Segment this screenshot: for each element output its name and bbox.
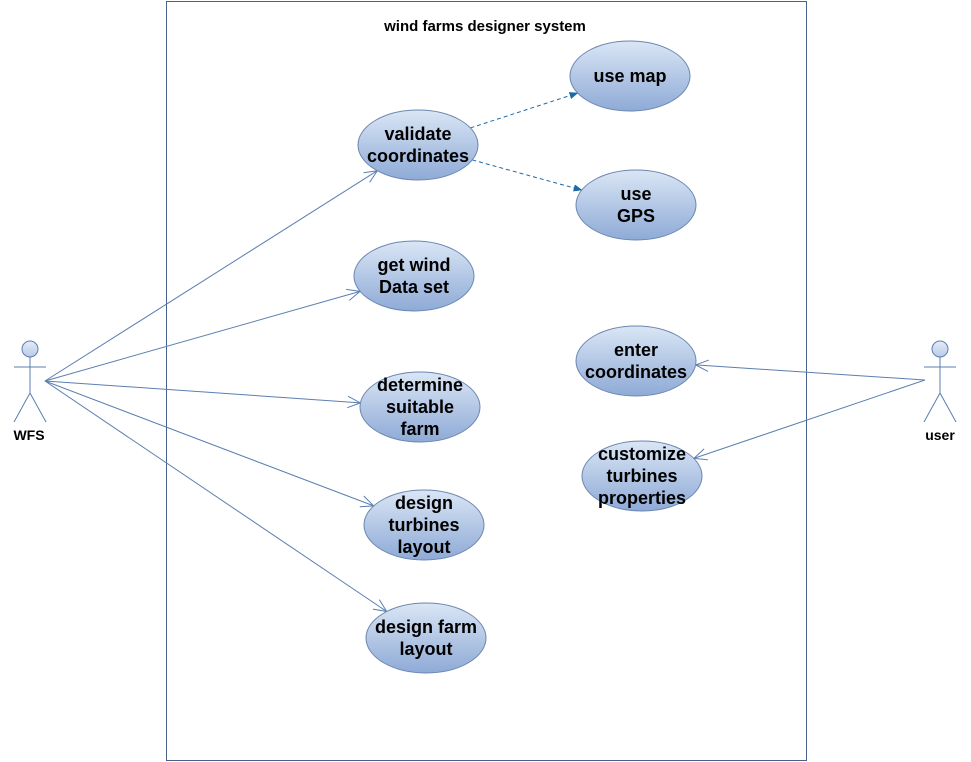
association-wfs-to-determine-suitable-farm [44,380,362,409]
usecase-label-line: suitable [386,397,454,417]
usecase-ellipse [575,169,697,241]
usecase-ellipse [353,240,475,312]
usecase-label-line: turbines [388,515,459,535]
usecase-label-line: properties [598,488,686,508]
actor-user[interactable]: user [923,340,957,443]
association-line [695,364,926,381]
usecase-label-line: layout [397,537,450,557]
actor-wfs-head [21,340,39,358]
association-line [693,379,926,459]
usecase-use-map[interactable]: use map [569,40,691,112]
actor-user-head [931,340,949,358]
dependency-validate-coordinates-to-use-gps [472,159,583,192]
usecase-ellipse [581,440,703,512]
usecase-label-line: coordinates [367,146,469,166]
actor-user-right-leg [939,392,957,423]
association-user-to-customize-turbines-properties [692,379,926,461]
usecase-ellipse [357,109,479,181]
usecase-label-line: coordinates [585,362,687,382]
usecase-ellipse [363,489,485,561]
association-line [44,380,374,507]
association-line [44,290,361,382]
association-wfs-to-get-wind-data-set [44,288,362,382]
system-boundary: wind farms designer system [166,1,807,761]
usecase-label-line: use map [593,66,666,86]
association-line [44,170,378,382]
association-user-to-enter-coordinates [694,359,926,381]
usecase-label-line: GPS [617,206,655,226]
usecase-label-line: Data set [379,277,449,297]
association-wfs-to-design-turbines-layout [44,380,375,508]
usecase-ellipse [359,371,481,443]
system-boundary-rect [166,1,807,761]
actor-wfs-left-leg [13,392,31,423]
usecase-label-line: use [620,184,651,204]
usecase-label-line: get wind [378,255,451,275]
usecase-ellipse [365,602,487,674]
actor-wfs-label: WFS [13,427,44,443]
usecase-label-line: design [395,493,453,513]
actor-user-label: user [925,427,955,443]
usecase-ellipse [569,40,691,112]
actor-user-left-leg [923,392,941,423]
connectors [44,92,926,613]
usecase-label-line: customize [598,444,686,464]
usecase-label-line: layout [399,639,452,659]
usecase-label-line: determine [377,375,463,395]
association-wfs-to-validate-coordinates [44,170,379,382]
system-title: wind farms designer system [383,18,586,35]
usecase-label-line: farm [400,419,439,439]
actor-wfs-right-leg [29,392,47,423]
usecase-label-line: validate [384,124,451,144]
usecase-label-line: turbines [606,466,677,486]
actor-wfs[interactable]: WFS [13,340,47,443]
usecase-ellipse [575,325,697,397]
usecase-label-line: enter [614,340,658,360]
association-line [44,380,361,404]
usecase-label-line: design farm [375,617,477,637]
dependency-validate-coordinates-to-use-map [470,92,579,129]
association-line [44,380,388,612]
association-wfs-to-design-farm-layout [44,380,388,613]
